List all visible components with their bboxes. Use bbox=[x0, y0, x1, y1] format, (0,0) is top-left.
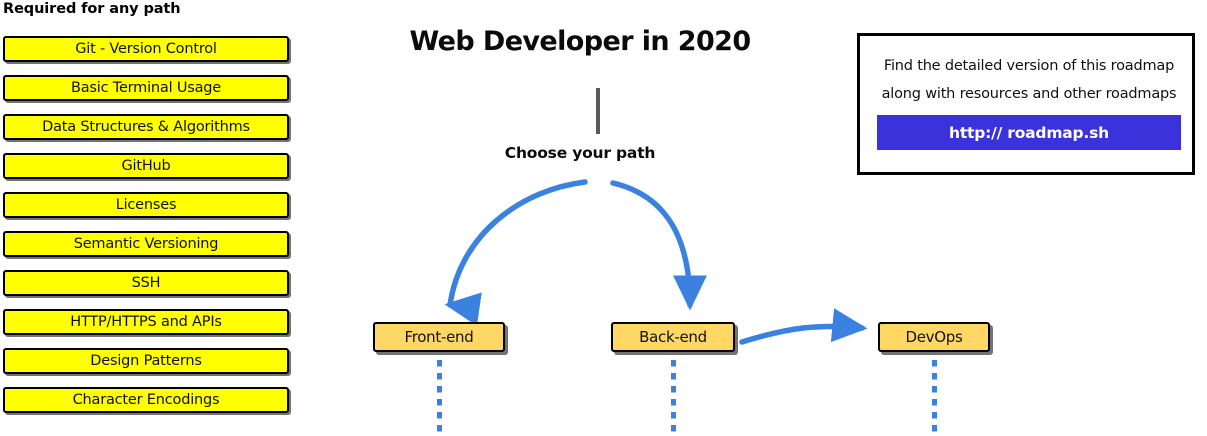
required-skill-item[interactable]: Git - Version Control bbox=[3, 36, 289, 62]
page-title: Web Developer in 2020 bbox=[409, 26, 751, 57]
callout-text-line-1: Find the detailed version of this roadma… bbox=[883, 58, 1175, 74]
required-skill-label: Git - Version Control bbox=[75, 40, 217, 57]
required-skill-label: Character Encodings bbox=[72, 391, 220, 408]
center-roadmap-area: Web Developer in 2020 Choose your path bbox=[300, 0, 860, 436]
required-skill-item[interactable]: Character Encodings bbox=[3, 387, 289, 413]
required-skill-item[interactable]: GitHub bbox=[3, 153, 289, 179]
path-node-continuation-dots bbox=[670, 360, 676, 436]
required-skill-label: SSH bbox=[131, 274, 161, 291]
path-node[interactable]: Back-end bbox=[611, 322, 735, 352]
required-skill-item[interactable]: Design Patterns bbox=[3, 348, 289, 374]
required-skill-label: HTTP/HTTPS and APIs bbox=[70, 313, 222, 330]
required-section-heading: Required for any path bbox=[3, 1, 181, 17]
choose-path-label: Choose your path bbox=[504, 144, 656, 162]
path-node[interactable]: DevOps bbox=[878, 322, 990, 352]
required-skill-label: GitHub bbox=[121, 157, 171, 174]
roadmap-link-button[interactable]: http:// roadmap.sh bbox=[877, 115, 1181, 150]
trunk-connector-line bbox=[596, 88, 600, 134]
path-node-label: Front-end bbox=[404, 327, 474, 346]
required-skill-item[interactable]: HTTP/HTTPS and APIs bbox=[3, 309, 289, 335]
required-skill-label: Data Structures & Algorithms bbox=[42, 118, 250, 135]
required-skill-label: Design Patterns bbox=[90, 352, 202, 369]
required-skill-label: Basic Terminal Usage bbox=[70, 79, 222, 96]
roadmap-link-label: http:// roadmap.sh bbox=[949, 123, 1109, 142]
required-skill-item[interactable]: Basic Terminal Usage bbox=[3, 75, 289, 101]
path-node-continuation-dots bbox=[436, 360, 442, 436]
required-skill-item[interactable]: Licenses bbox=[3, 192, 289, 218]
required-skill-label: Licenses bbox=[115, 196, 177, 213]
required-skill-item[interactable]: Data Structures & Algorithms bbox=[3, 114, 289, 140]
roadmap-callout-box: Find the detailed version of this roadma… bbox=[857, 33, 1195, 175]
required-skill-item[interactable]: SSH bbox=[3, 270, 289, 296]
path-node-label: DevOps bbox=[905, 327, 963, 346]
path-node-label: Back-end bbox=[639, 327, 707, 346]
callout-text-line-2: along with resources and other roadmaps bbox=[881, 86, 1177, 102]
path-node[interactable]: Front-end bbox=[373, 322, 505, 352]
required-skill-label: Semantic Versioning bbox=[73, 235, 219, 252]
required-skill-item[interactable]: Semantic Versioning bbox=[3, 231, 289, 257]
path-node-continuation-dots bbox=[931, 360, 937, 436]
required-skills-section: Required for any path Git - Version Cont… bbox=[0, 0, 300, 436]
